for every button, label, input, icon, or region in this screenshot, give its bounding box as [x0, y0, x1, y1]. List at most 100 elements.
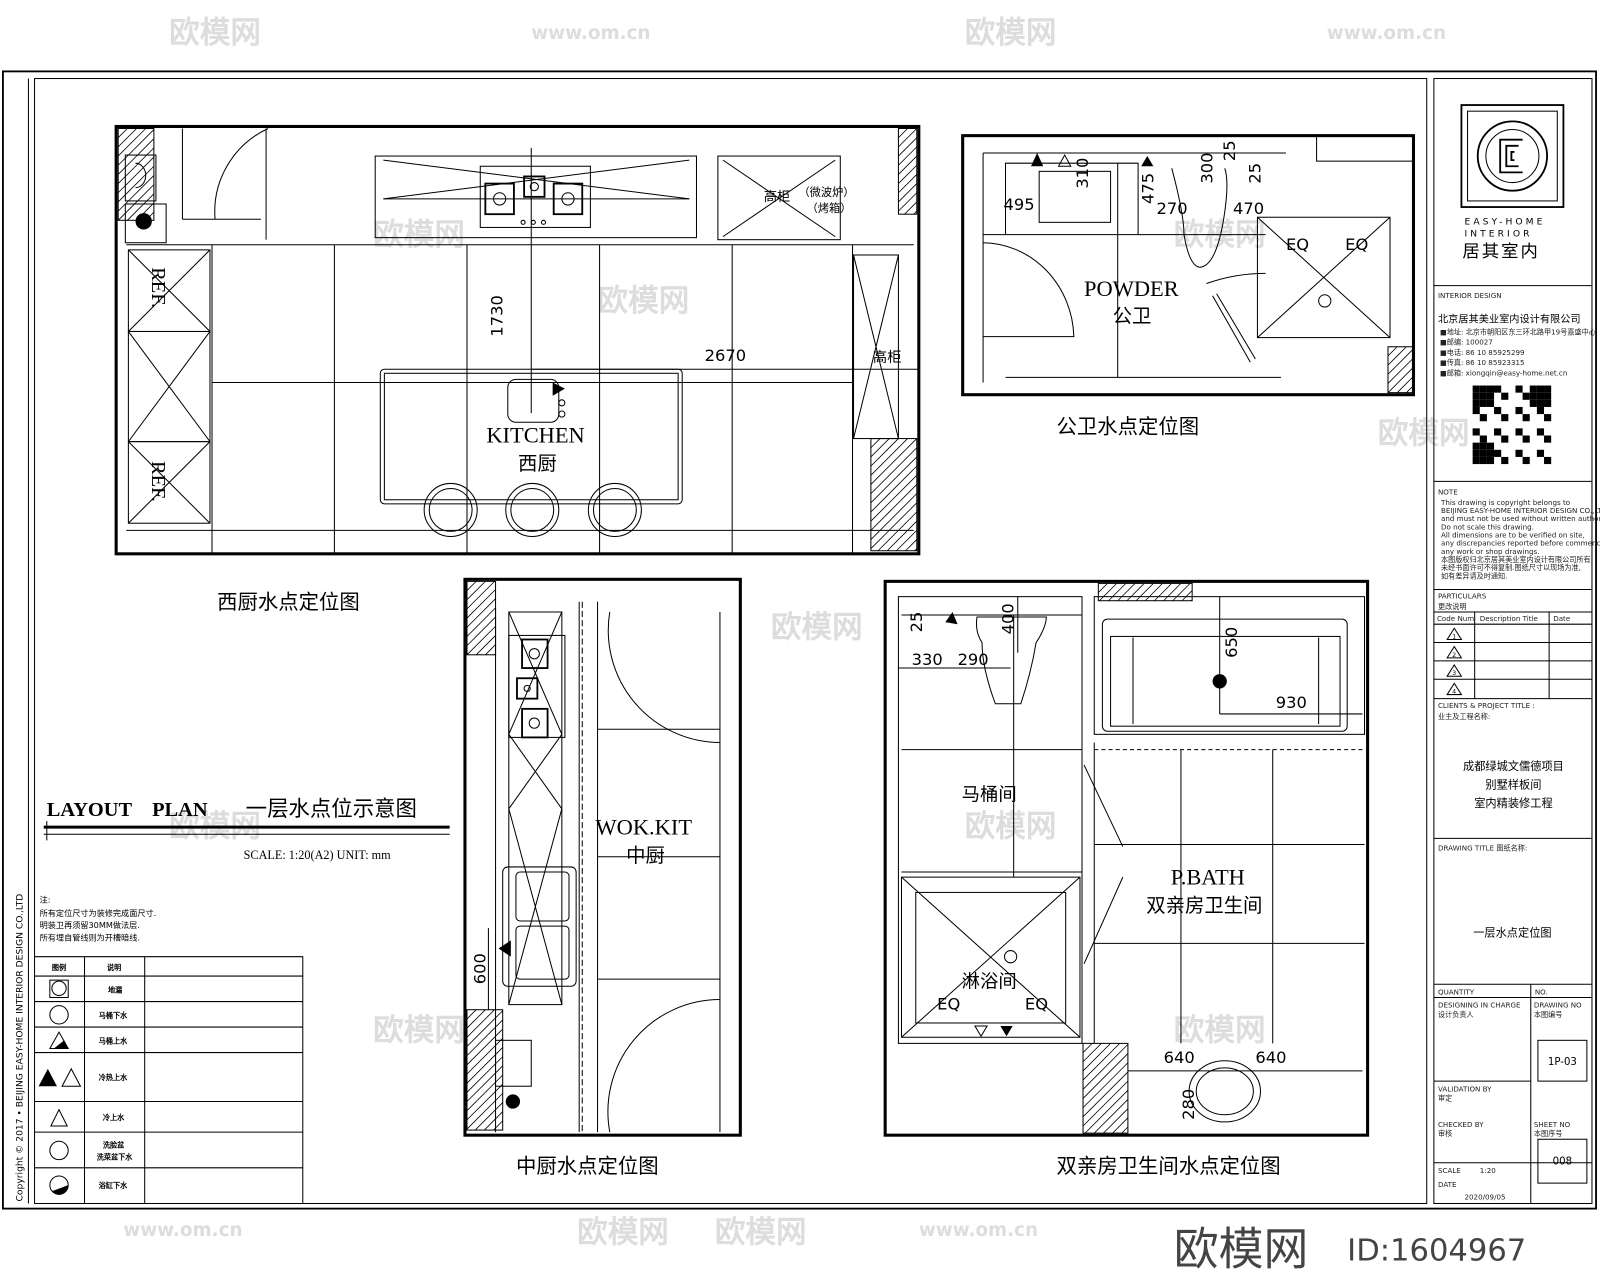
toilet-room-label: 马桶间 [962, 785, 1017, 806]
watermark-brand: 欧模网 [1174, 1013, 1266, 1048]
floor-drain-icon [505, 1094, 521, 1109]
dimension-label: 270 [1156, 199, 1187, 218]
dimension-label: 930 [1276, 693, 1307, 712]
dimension-label: 1730 [488, 295, 507, 336]
copyright-text: Copyright © 2017 • BEIJING EASY-HOME INT… [14, 894, 25, 1202]
logo-text: EASY-HOME [1464, 216, 1545, 227]
validation-heading: VALIDATION BY [1438, 1084, 1492, 1093]
room-name-cn: 中厨 [626, 844, 665, 867]
layout-title-en: LAYOUT PLAN [47, 799, 208, 821]
watermark-id: ID:1604967 [1347, 1234, 1526, 1269]
watermark-brand: 欧模网 [715, 1215, 807, 1250]
date-heading: DATE [1438, 1180, 1457, 1189]
watermark-brand: 欧模网 [965, 16, 1057, 51]
contact-line: ■电话: 86 10 85925299 [1440, 348, 1525, 357]
hot-cold-supply-icon [38, 1067, 82, 1087]
watermark-brand: 欧模网 [965, 809, 1057, 844]
fridge-label: REF. [147, 267, 169, 308]
note-line: This drawing is copyright belongs to [1440, 498, 1570, 507]
sheet-heading: SHEET NO [1534, 1120, 1571, 1129]
wall-hatch [466, 580, 497, 656]
kitchen-caption: 西厨水点定位图 [217, 590, 360, 614]
date-value: 2020/09/05 [1464, 1192, 1505, 1201]
dimension-label: 330 [912, 650, 943, 669]
room-name-en: P.BATH [1171, 864, 1245, 889]
revision-triangle-icon [1446, 645, 1463, 659]
note-line: 未经书面许可不得复制.图纸尺寸以现场为准, [1441, 563, 1581, 572]
room-name-en: KITCHEN [486, 423, 584, 448]
kitchen-plan: 高柜 （微波炉） （烤箱） REF. REF. 高柜 1730 2670 KIT… [114, 124, 921, 556]
floor-drain-icon [49, 979, 69, 998]
watermarks: 欧模网 www.om.cn 欧模网 www.om.cn 欧模网 欧模网 欧模网 … [123, 16, 1469, 1250]
contact-line: ■地址: 北京市朝阳区东三环北路甲19号嘉盛中心 [1440, 328, 1596, 337]
eq-label: EQ [1345, 235, 1368, 254]
legend-header: 说明 [107, 963, 121, 972]
dimension-label: 400 [999, 603, 1018, 634]
dimension-label: 25 [1245, 163, 1264, 184]
project-title: 室内精装修工程 [1474, 796, 1552, 810]
note-line: 所有埋自管线则为开槽暗线. [40, 932, 140, 942]
revision-triangle-icon [1446, 664, 1463, 677]
legend-header: 图例 [52, 963, 66, 972]
wok-kitchen-plan: 600 WOK.KIT 中厨 [463, 577, 742, 1137]
note-line: any work or shop drawings. [1441, 547, 1539, 556]
revision-header: Description Title [1480, 614, 1538, 623]
watermark-brand: 欧模网 [169, 16, 261, 51]
revision-triangle-icon [1446, 682, 1463, 696]
designer-heading-cn: 设计负责人 [1438, 1010, 1474, 1019]
note-line: Do not scale this drawing. [1441, 522, 1534, 531]
room-name-cn: 西厨 [518, 452, 557, 475]
toilet-supply-icon [48, 1031, 70, 1049]
wall-hatch [897, 128, 918, 215]
eq-label: EQ [937, 995, 960, 1014]
sheet-heading-cn: 本图序号 [1534, 1129, 1563, 1138]
layout-title-cn: 一层水点位示意图 [246, 797, 417, 822]
no-label: NO. [1535, 987, 1548, 996]
powder-plan: 495 310 475 300 25 270 470 25 EQ EQ POWD… [961, 134, 1416, 397]
legend-table: 图例 说明 地漏 马桶下水 马桶上水 冷热上水 冷上水 洗脸盆 洗菜盆下水 浴缸… [34, 956, 304, 1204]
cabinet-label: 高柜 [764, 188, 791, 205]
dimension-label: 470 [1233, 199, 1264, 218]
legend-label: 浴缸下水 [99, 1181, 128, 1190]
floor-drain-icon [135, 213, 152, 230]
project-title: 别墅样板间 [1485, 777, 1541, 791]
room-name-en: POWDER [1084, 276, 1179, 301]
dimension-label: 2670 [705, 346, 746, 365]
dimension-label: 640 [1255, 1048, 1286, 1067]
watermark-url: www.om.cn [1327, 23, 1446, 44]
scale-value: 1:20 [1480, 1166, 1496, 1175]
contact-line: ■邮箱: xiongqin@easy-home.net.cn [1440, 368, 1567, 377]
basin-drain-icon [49, 1140, 69, 1161]
watermark-brand: 欧模网 [1378, 417, 1470, 452]
scale-text: SCALE: 1:20(A2) UNIT: mm [244, 848, 392, 862]
wall-hatch [117, 127, 155, 221]
contact-line: ■传真: 86 10 85923315 [1440, 358, 1525, 367]
dimension-label: 475 [1138, 173, 1157, 204]
revision-header: Code Num [1437, 614, 1474, 623]
checked-heading: CHECKED BY [1438, 1120, 1484, 1129]
fridge-label: REF. [147, 461, 169, 502]
legend-label: 冷热上水 [99, 1073, 128, 1082]
clients-heading: CLIENTS & PROJECT TITLE : [1438, 701, 1535, 710]
parents-bathroom-plan: 25 400 330 290 650 930 640 640 280 EQ EQ… [883, 579, 1370, 1137]
dimension-label: 25 [907, 612, 926, 633]
watermark-url: www.om.cn [531, 23, 650, 44]
wall-hatch [870, 438, 918, 552]
project-title: 成都绿城文儒德项目 [1463, 759, 1564, 773]
drawing-title-heading: DRAWING TITLE 图纸名称: [1438, 844, 1527, 853]
dimension-label: 495 [1003, 195, 1034, 214]
note-line: BEIJING EASY-HOME INTERIOR DESIGN CO.,LT… [1441, 506, 1600, 515]
note-line: any discrepancies reported before commen… [1441, 539, 1600, 548]
bathtub-drain-icon [49, 1175, 69, 1195]
dimension-label: 25 [1220, 140, 1239, 161]
dimension-label: 310 [1073, 158, 1092, 189]
qr-code [1472, 385, 1552, 465]
note-line: 本图版权归北京居其美业室内设计有限公司所有, [1441, 555, 1593, 564]
tall-cabinet-label: 高柜 [873, 349, 902, 366]
revision-number: 1 [1452, 633, 1456, 640]
cold-supply-icon [50, 1108, 69, 1127]
note-line: and must not be used without written aut… [1441, 514, 1600, 523]
company-logo: EASY-HOME INTERIOR 居其室内 [1460, 104, 1565, 262]
revision-number: 2 [1452, 652, 1456, 659]
